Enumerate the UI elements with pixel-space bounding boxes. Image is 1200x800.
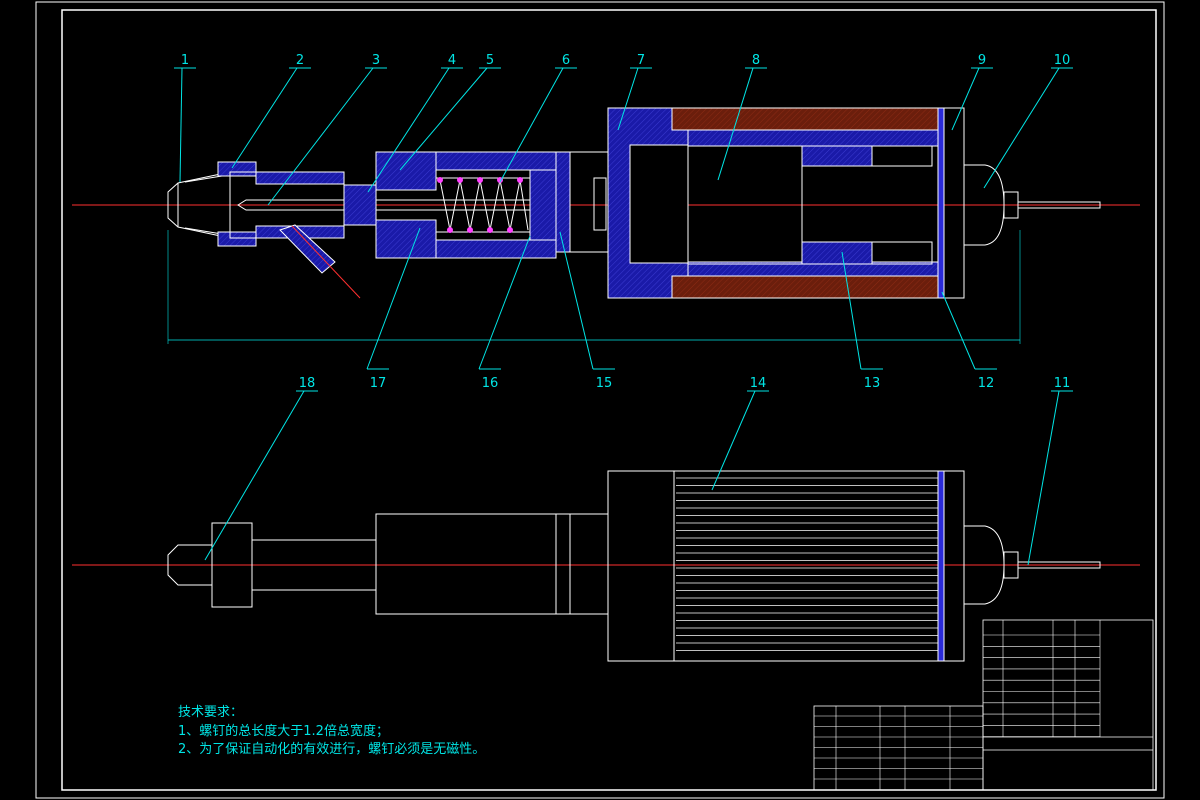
balloon-12: 12 (978, 376, 995, 391)
balloon-1: 1 (181, 53, 189, 68)
inner-border (61, 9, 1157, 791)
parts-table-right-rows (983, 620, 1101, 738)
balloon-5: 5 (486, 53, 494, 68)
balloon-15: 15 (596, 376, 613, 391)
balloon-8: 8 (752, 53, 760, 68)
balloon-13: 13 (864, 376, 881, 391)
parts-table-right (982, 619, 1154, 791)
parts-table-left (813, 705, 984, 791)
exterior-view (72, 470, 1140, 662)
balloon-9: 9 (978, 53, 986, 68)
balloon-7: 7 (637, 53, 645, 68)
balloon-18: 18 (299, 376, 316, 391)
balloon-10: 10 (1054, 53, 1071, 68)
balloon-4: 4 (448, 53, 456, 68)
requirement-line-1: 1、螺钉的总长度大于1.2倍总宽度； (178, 724, 389, 739)
balloon-2: 2 (296, 53, 304, 68)
balloon-17: 17 (370, 376, 387, 391)
balloon-6: 6 (562, 53, 570, 68)
balloon-11: 11 (1054, 376, 1071, 391)
balloon-3: 3 (372, 53, 380, 68)
requirement-line-2: 2、为了保证自动化的有效进行，螺钉必须是无磁性。 (178, 742, 486, 757)
requirements-title: 技术要求： (178, 705, 244, 720)
parts-table-left-rows (814, 706, 983, 790)
outer-border (35, 1, 1165, 799)
section-view (72, 107, 1140, 344)
balloon-16: 16 (482, 376, 499, 391)
balloon-14: 14 (750, 376, 767, 391)
